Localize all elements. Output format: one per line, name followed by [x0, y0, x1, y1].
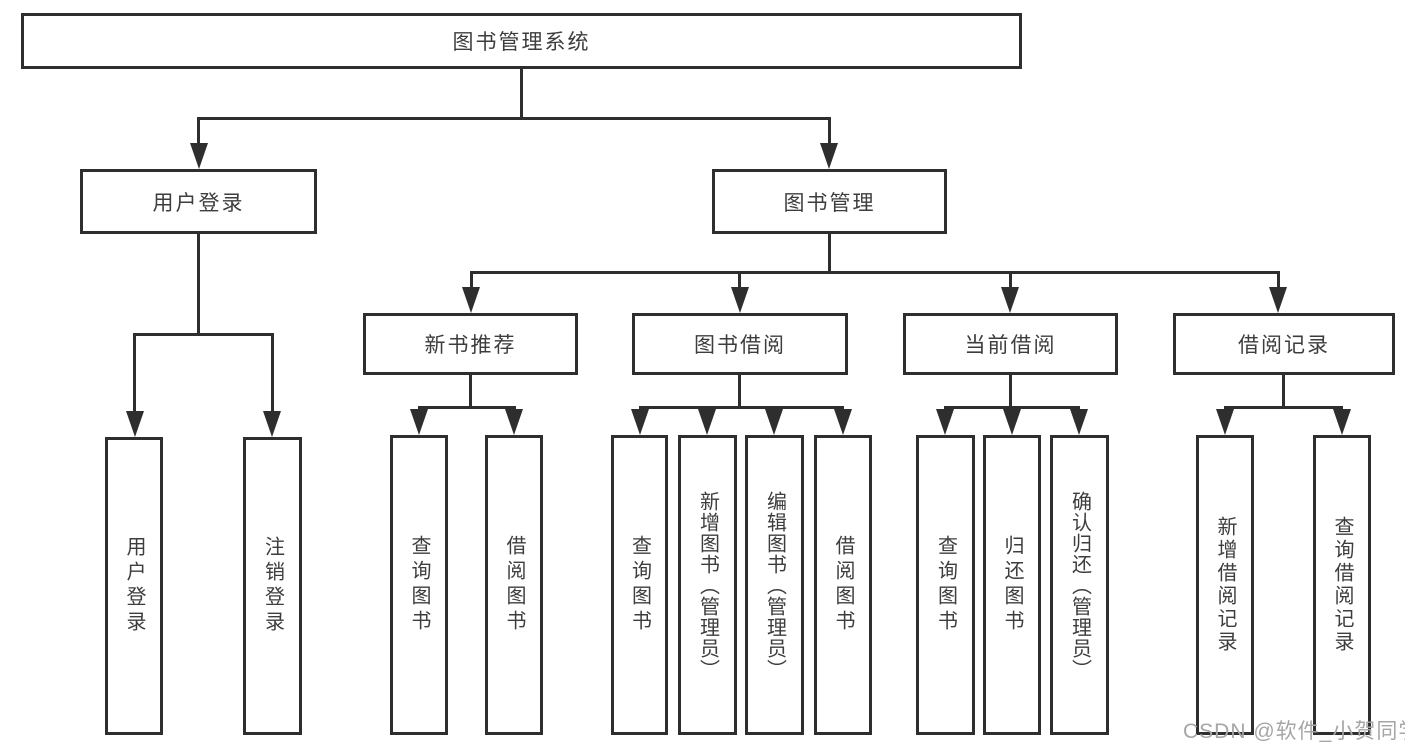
connector-line [133, 333, 136, 413]
node-bb-edit-books-admin: 编辑图书（管理员） [745, 435, 804, 735]
node-library-management-system: 图书管理系统 [21, 13, 1022, 69]
connector-line [828, 117, 831, 147]
arrowhead-down-icon [1216, 409, 1234, 435]
arrowhead-down-icon [1333, 409, 1351, 435]
arrowhead-down-icon [1269, 287, 1287, 313]
node-bb-add-books-admin: 新增图书（管理员） [678, 435, 737, 735]
node-br-add-record: 新增借阅记录 [1196, 435, 1254, 735]
arrowhead-down-icon [1001, 287, 1019, 313]
connector-line [944, 406, 1080, 409]
node-cb-return-books: 归还图书 [983, 435, 1041, 735]
arrowhead-down-icon [410, 409, 428, 435]
connector-line [197, 117, 200, 147]
arrowhead-down-icon [462, 287, 480, 313]
arrowhead-down-icon [631, 409, 649, 435]
connector-line [271, 333, 274, 413]
arrowhead-down-icon [126, 411, 144, 437]
connector-line [1224, 406, 1343, 409]
node-cb-query-books: 查询图书 [916, 435, 975, 735]
connector-line [639, 406, 844, 409]
connector-line [418, 406, 516, 409]
node-book-borrowing: 图书借阅 [632, 313, 848, 375]
arrowhead-down-icon [936, 409, 954, 435]
node-user-login: 用户登录 [105, 437, 163, 735]
connector-line [1277, 271, 1280, 289]
connector-line [1009, 271, 1012, 289]
connector-line [738, 374, 741, 408]
connector-line [470, 271, 1280, 274]
connector-line [469, 374, 472, 408]
node-current-borrowing: 当前借阅 [903, 313, 1118, 375]
node-nbr-query-books: 查询图书 [390, 435, 448, 735]
connector-line [738, 271, 741, 289]
connector-line [197, 234, 200, 336]
arrowhead-down-icon [765, 409, 783, 435]
arrowhead-down-icon [731, 287, 749, 313]
node-book-management-group: 图书管理 [712, 169, 947, 234]
node-bb-query-books: 查询图书 [611, 435, 668, 735]
connector-line [133, 333, 274, 336]
node-br-query-record: 查询借阅记录 [1313, 435, 1371, 735]
node-user-login-group: 用户登录 [80, 169, 317, 234]
connector-line [470, 271, 473, 289]
arrowhead-down-icon [698, 409, 716, 435]
node-logout: 注销登录 [243, 437, 302, 735]
node-new-book-recommendation: 新书推荐 [363, 313, 578, 375]
connector-line [828, 233, 831, 274]
arrowhead-down-icon [505, 409, 523, 435]
arrowhead-down-icon [263, 411, 281, 437]
connector-line [1009, 374, 1012, 408]
arrowhead-down-icon [834, 409, 852, 435]
connector-line [520, 68, 523, 118]
node-bb-borrow-books: 借阅图书 [814, 435, 872, 735]
connector-line [1282, 374, 1285, 408]
node-nbr-borrow-books: 借阅图书 [485, 435, 543, 735]
arrowhead-down-icon [1070, 409, 1088, 435]
csdn-watermark: CSDN @软件_小贺同学 [1183, 720, 1405, 743]
node-borrowing-records: 借阅记录 [1173, 313, 1395, 375]
connector-line [197, 117, 831, 120]
arrowhead-down-icon [190, 143, 208, 169]
node-cb-confirm-return-admin: 确认归还（管理员） [1050, 435, 1109, 735]
arrowhead-down-icon [1003, 409, 1021, 435]
arrowhead-down-icon [820, 143, 838, 169]
